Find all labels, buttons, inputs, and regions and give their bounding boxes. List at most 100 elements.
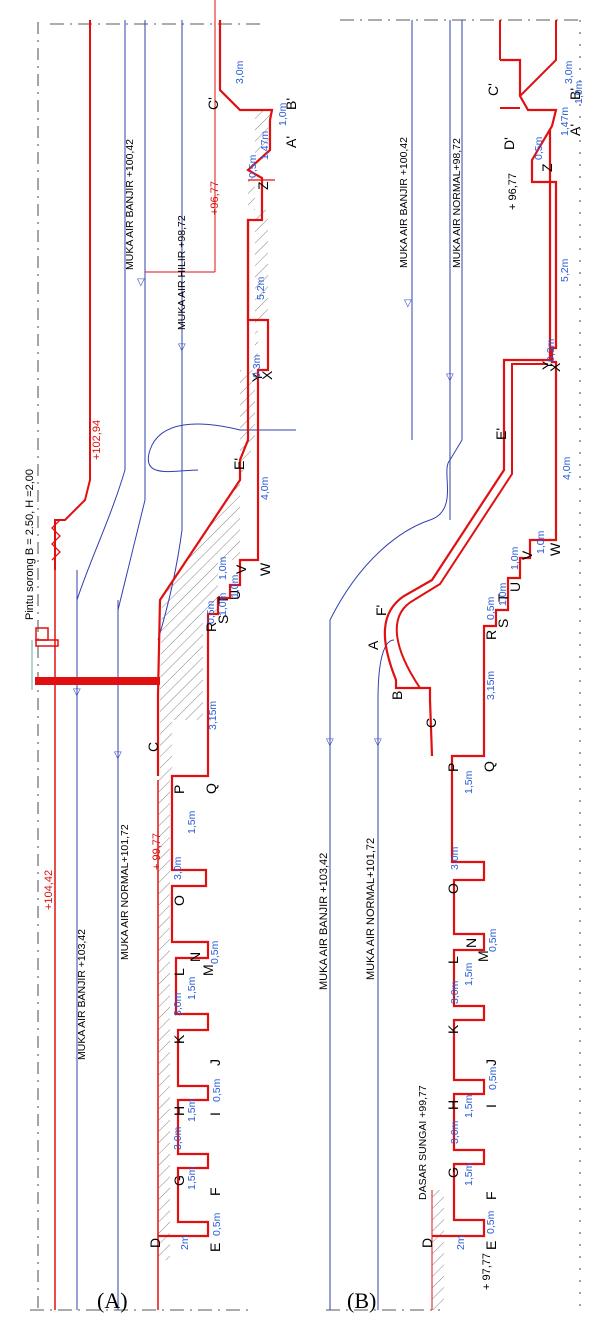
a-el-9977: + 99,77 bbox=[151, 833, 163, 870]
b-pt-Z: Z bbox=[539, 163, 555, 172]
b-pt-Bprime: B' bbox=[567, 88, 583, 100]
a-pt-G: G bbox=[171, 1175, 187, 1186]
b-pt-K: K bbox=[445, 1024, 461, 1034]
a-gate-teeth bbox=[51, 519, 61, 561]
a-dim-19: 0,5m bbox=[247, 154, 259, 178]
b-pt-O: O bbox=[445, 883, 461, 894]
b-pt-U: U bbox=[507, 582, 523, 592]
a-triangle-1: ▽ bbox=[73, 687, 81, 698]
b-structure-inner2 bbox=[395, 363, 548, 689]
a-dim-10: 1,5m bbox=[186, 810, 198, 834]
a-structure-body bbox=[158, 110, 272, 1260]
b-pt-G: G bbox=[445, 1167, 461, 1178]
a-dim-20: 1,47m bbox=[259, 131, 271, 160]
b-dim-16: 4,0m bbox=[561, 456, 573, 480]
b-dim-4: 1,5m bbox=[463, 1094, 475, 1118]
a-el-102: +102,94 bbox=[91, 420, 103, 460]
b-pt-N: N bbox=[463, 938, 479, 948]
b-dim-13: 1,0m bbox=[497, 582, 509, 606]
a-dim-17: 0,3m bbox=[251, 354, 263, 378]
a-dim-9: 3,0m bbox=[172, 856, 184, 880]
a-triangle-4: ▽ bbox=[178, 342, 186, 353]
b-el-9777: + 97,77 bbox=[481, 1253, 493, 1290]
b-pt-T: T bbox=[495, 593, 511, 602]
a-pt-Z: Z bbox=[255, 181, 271, 190]
a-banjir-hilir: MUKA AIR BANJIR +100,42 bbox=[124, 139, 136, 270]
b-apron-end bbox=[519, 20, 557, 97]
a-dim-16: 4,0m bbox=[259, 476, 271, 500]
a-triangle-3: ▽ bbox=[137, 277, 145, 288]
a-dim-15: 1,0m bbox=[217, 556, 229, 580]
b-dasar: DASAR SUNGAI +99,77 bbox=[417, 1085, 429, 1200]
a-pt-W: W bbox=[257, 562, 273, 576]
b-water-101 bbox=[377, 639, 395, 1310]
b-structure-inner bbox=[383, 130, 552, 757]
a-flow-curve-2 bbox=[117, 20, 146, 611]
a-pt-F: F bbox=[207, 1187, 223, 1196]
a-pt-C: C bbox=[145, 742, 161, 752]
b-pt-X: X bbox=[547, 362, 563, 372]
b-triangle-2: ▽ bbox=[374, 737, 382, 748]
b-pt-Fprime: F' bbox=[373, 605, 389, 616]
b-pt-M: M bbox=[475, 950, 491, 962]
a-pt-L: L bbox=[171, 968, 187, 976]
a-pt-U: U bbox=[227, 590, 243, 600]
a-el-9677: +96,77 bbox=[209, 181, 221, 215]
b-dim-0: 2m bbox=[455, 1235, 467, 1250]
a-pt-X: X bbox=[259, 370, 275, 380]
a-dim-6: 3,0m bbox=[172, 992, 184, 1016]
a-upper-wall bbox=[54, 20, 91, 570]
a-sluice-gate bbox=[35, 677, 160, 685]
b-pt-I: I bbox=[483, 1104, 499, 1108]
a-dim-18: 5,2m bbox=[255, 276, 267, 300]
b-dim-6: 3,0m bbox=[449, 980, 461, 1004]
caption-a: (A) bbox=[97, 1288, 128, 1313]
a-pt-B2: B' bbox=[283, 98, 299, 110]
a-pt-E2: E' bbox=[231, 458, 247, 470]
b-dim-19: 0,5m bbox=[533, 136, 545, 160]
a-pt-N: N bbox=[187, 952, 203, 962]
a-flow-curve-1 bbox=[76, 20, 126, 601]
b-dim-8: 0,5m bbox=[487, 928, 499, 952]
a-pt-V: V bbox=[233, 564, 249, 574]
b-pt-V: V bbox=[519, 550, 535, 560]
a-gate-label: Pintu sorong B = 2.50, H =2,00 bbox=[24, 469, 36, 620]
b-dim-9: 3,0m bbox=[449, 846, 461, 870]
b-pt-E: E bbox=[483, 1241, 499, 1250]
b-flow-curve bbox=[329, 20, 463, 621]
b-bed-hatch bbox=[432, 1190, 444, 1310]
b-pt-Cprime: C' bbox=[485, 83, 501, 96]
a-dim-3: 3,0m bbox=[172, 1126, 184, 1150]
a-dim-8: 0,5m bbox=[209, 940, 221, 964]
a-pt-O: O bbox=[171, 895, 187, 906]
b-pt-S: S bbox=[495, 619, 511, 628]
a-pt-I: I bbox=[207, 1112, 223, 1116]
b-dim-7: 1,5m bbox=[463, 962, 475, 986]
b-pt-H: H bbox=[445, 1100, 461, 1110]
b-pt-Eprime: E' bbox=[493, 428, 509, 440]
a-dim-12: 0,5m bbox=[205, 600, 217, 624]
a-flow-curve-4 bbox=[147, 423, 296, 473]
caption-b: (B) bbox=[347, 1288, 377, 1313]
b-pt-J: J bbox=[483, 1059, 499, 1066]
b-dim-11: 3,15m bbox=[485, 671, 497, 700]
b-pt-C: C bbox=[423, 718, 439, 728]
a-dim-5: 0,5m bbox=[211, 1078, 223, 1102]
a-dim-4: 1,5m bbox=[186, 1098, 198, 1122]
b-pt-L: L bbox=[445, 956, 461, 964]
a-pt-Q: Q bbox=[203, 783, 219, 794]
b-dim-3: 3,0m bbox=[449, 1120, 461, 1144]
a-dim-22: 3,0m bbox=[234, 60, 246, 84]
b-dim-20: 1,47m bbox=[559, 107, 571, 136]
b-pt-Q: Q bbox=[481, 761, 497, 772]
b-triangle-1: ▽ bbox=[326, 737, 334, 748]
a-structure-outline bbox=[158, 20, 274, 1238]
b-pt-P: P bbox=[445, 763, 461, 772]
b-dim-10: 1,5m bbox=[463, 770, 475, 794]
a-dim-21: 1,0m bbox=[277, 102, 289, 126]
b-dim-1: 0,5m bbox=[485, 1210, 497, 1234]
a-normal-hulu: MUKA AIR NORMAL+101,72 bbox=[119, 824, 131, 960]
b-dim-2: 1,5m bbox=[463, 1162, 475, 1186]
b-pt-F: F bbox=[483, 1191, 499, 1200]
b-pt-D: D bbox=[419, 1238, 435, 1248]
